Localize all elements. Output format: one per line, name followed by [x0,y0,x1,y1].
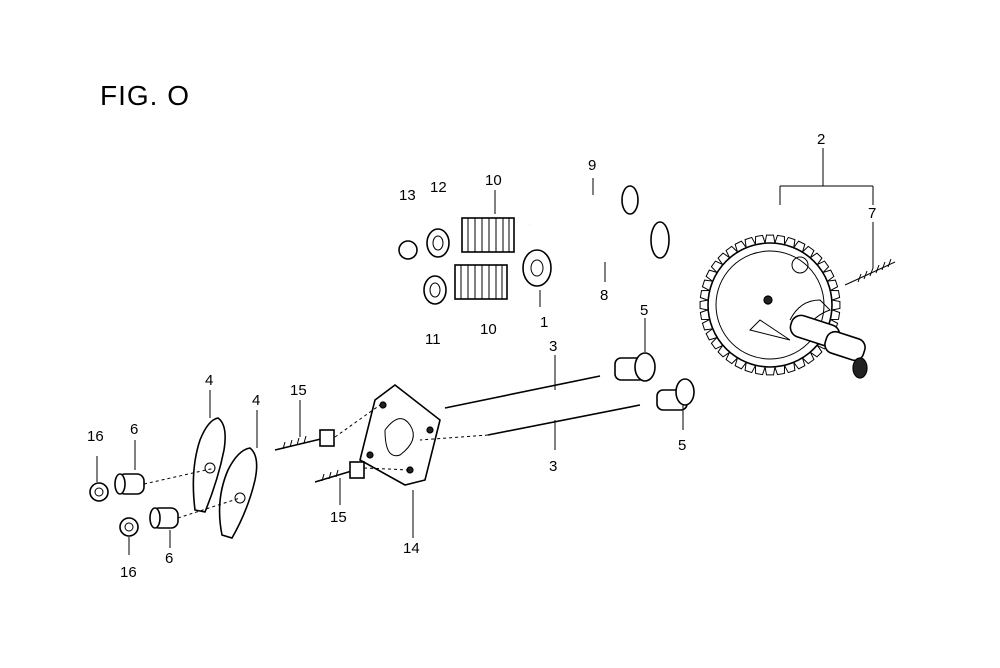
exhaust-valve [529,178,639,227]
gear-tooth [783,362,796,374]
gear-tooth [705,269,718,282]
gear-tooth [764,234,776,244]
gear-tooth [822,269,835,282]
gear-tooth [793,357,806,370]
gear-tooth [830,309,841,321]
push-rod-upper [444,355,601,409]
gear-tooth [710,260,724,274]
callout-6-upper: 6 [130,421,138,438]
gear-tooth [744,362,757,374]
callout-5-upper: 5 [640,302,648,319]
gear-tooth [710,336,724,350]
gear-tooth [725,351,739,365]
callout-7: 7 [868,205,876,222]
gear-tooth [734,240,747,253]
gear-tooth [699,289,710,301]
callout-15-upper: 15 [290,382,307,399]
rocker-arm-upper [192,390,226,513]
rocker-plate [359,383,441,538]
gear-tooth [725,245,739,259]
gear-tooth [793,240,806,253]
gear-tooth [699,309,710,321]
gear-tooth [705,328,718,341]
rocker-collar-upper [114,440,145,495]
callout-9: 9 [588,157,596,174]
callout-10-lower: 10 [480,321,497,338]
gear-tooth [801,351,815,365]
callout-4-right: 4 [252,392,260,409]
callout-3-upper: 3 [549,338,557,355]
figure-title: FIG. O [100,80,190,111]
valve-rotator [522,249,552,307]
callout-10-upper: 10 [485,172,502,189]
gear-tooth [701,318,713,331]
callout-1: 1 [540,314,548,331]
gear-tooth [783,236,796,248]
callout-bracket-2 [779,148,874,205]
tappet-upper [614,318,656,382]
callout-13: 13 [399,187,416,204]
callout-12: 12 [430,179,447,196]
nut-upper [89,456,109,502]
gear-tooth [831,299,841,311]
valve-cap-13 [398,240,418,260]
pivot-bolt-lower [314,461,365,505]
callout-4-left: 4 [205,372,213,389]
gear-tooth [754,365,766,376]
push-rod-lower [487,404,641,450]
callout-8: 8 [600,287,608,304]
valve-spring-upper [461,190,515,253]
gear-tooth [816,260,830,274]
gear-tooth [827,279,839,292]
valve-spring-lower [454,264,508,300]
valve-retainer-12 [426,228,450,258]
rocker-arm-lower [218,410,258,539]
gear-tooth [774,365,786,376]
gear-tooth [744,236,757,248]
callout-3-lower: 3 [549,458,557,475]
gear-tooth [734,357,747,370]
gear-tooth [809,252,823,266]
callout-16-lower: 16 [120,564,137,581]
decompressor-spring [844,222,896,286]
gear-tooth [764,366,776,376]
gear-tooth [717,252,731,266]
intake-valve [559,221,670,282]
callout-15-lower: 15 [330,509,347,526]
tappet-lower [656,378,695,430]
camshaft-gear [699,234,868,379]
gear-tooth [701,279,713,292]
gear-tooth [830,289,841,301]
gear-tooth [754,234,766,245]
callout-2: 2 [817,131,825,148]
callout-5-lower: 5 [678,437,686,454]
callout-11: 11 [425,331,441,348]
gear-tooth [717,344,731,358]
nut-lower [119,517,139,555]
gear-tooth [699,299,709,311]
callout-14: 14 [403,540,420,557]
gear-tooth [774,234,786,245]
pivot-bolt-upper [274,400,335,451]
callout-16-upper: 16 [87,428,104,445]
rocker-collar-lower [149,507,179,548]
valve-retainer-11 [423,275,447,305]
callout-6-lower: 6 [165,550,173,567]
gear-tooth [801,245,815,259]
gear-tooth [809,344,823,358]
